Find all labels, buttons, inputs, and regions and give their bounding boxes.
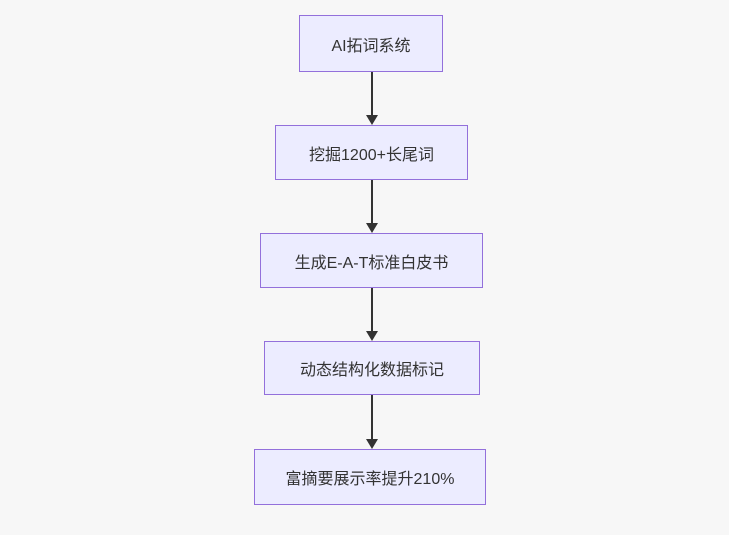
arrow-line — [370, 180, 373, 223]
node-label: 动态结构化数据标记 — [299, 362, 444, 379]
flow-node-dynamic-structured-data-markup: 动态结构化数据标记 — [264, 341, 480, 395]
flow-node-rich-snippet-rate-increase: 富摘要展示率提升210% — [254, 449, 486, 505]
flow-node-mine-longtail-keywords: 挖掘1200+长尾词 — [275, 125, 468, 180]
node-label: AI拓词系统 — [331, 37, 411, 55]
arrow-line — [370, 72, 373, 115]
flow-arrow-2 — [365, 180, 378, 233]
flow-node-ai-word-expansion-system: AI拓词系统 — [299, 15, 443, 72]
arrowhead-down-icon — [365, 331, 378, 341]
flow-arrow-3 — [365, 288, 378, 341]
flow-arrow-4 — [365, 395, 378, 449]
flow-arrow-1 — [365, 72, 378, 125]
node-label: 生成E-A-T标准白皮书 — [294, 254, 449, 272]
flow-node-generate-eat-whitepaper: 生成E-A-T标准白皮书 — [260, 233, 483, 288]
arrowhead-down-icon — [365, 439, 378, 449]
arrowhead-down-icon — [365, 223, 378, 233]
arrow-line — [370, 288, 373, 331]
arrow-line — [370, 395, 373, 439]
node-label: 挖掘1200+长尾词 — [309, 146, 434, 164]
arrowhead-down-icon — [365, 115, 378, 125]
node-label: 富摘要展示率提升210% — [285, 471, 455, 488]
